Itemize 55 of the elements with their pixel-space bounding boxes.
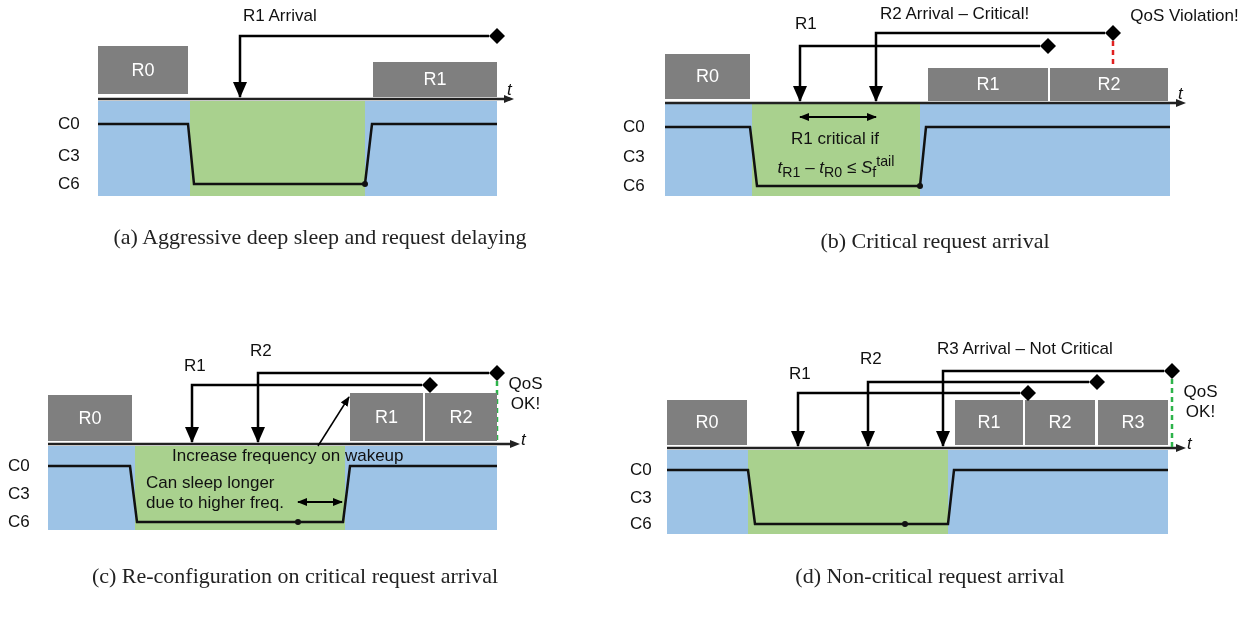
state-label: C0 (58, 114, 81, 134)
deadline-diamond-marker (1040, 38, 1056, 54)
request-box: R1 (928, 68, 1048, 101)
panel-caption: (b) Critical request arrival (819, 227, 1051, 255)
state-label: C6 (8, 512, 31, 532)
violation-note: QoS Violation! (1129, 6, 1240, 26)
deadline-diamond-marker (489, 365, 505, 381)
state-label: C0 (623, 117, 646, 137)
axis-label: t (507, 80, 514, 100)
arrival-arrow (936, 369, 1164, 447)
deadline-diamond-marker (1089, 374, 1105, 390)
request-box: R1 (350, 393, 423, 441)
arrival-arrow (861, 380, 1089, 447)
deadline-diamond-marker (1164, 363, 1180, 379)
panel-caption: (c) Re-configuration on critical request arrival (90, 562, 500, 590)
state-label: C0 (630, 460, 653, 480)
condition-text: R1 critical if (790, 129, 880, 149)
annotation-text: Can sleep longer due to higher freq. (146, 473, 285, 513)
deadline-diamond-marker (1105, 25, 1121, 41)
state-label: C6 (623, 176, 646, 196)
request-box: R1 (373, 62, 497, 97)
state-label: C3 (8, 484, 31, 504)
panel-caption: (d) Non-critical request arrival (794, 562, 1066, 590)
request-box: R2 (1025, 400, 1095, 445)
request-box: R0 (48, 395, 132, 441)
request-box: R3 (1098, 400, 1168, 445)
deadline-diamond-marker (489, 28, 505, 44)
request-box: R2 (1050, 68, 1168, 101)
state-label: C3 (58, 146, 81, 166)
request-box: R1 (955, 400, 1023, 445)
request-box: R2 (425, 393, 497, 441)
panel-caption: (a) Aggressive deep sleep and request delaying (112, 223, 528, 251)
state-label: C6 (630, 514, 653, 534)
deadline-diamond-marker (1020, 385, 1036, 401)
deadline-marker-line (1170, 379, 1174, 447)
annotation-text: Increase frequency on wakeup (172, 446, 498, 466)
axis-label: t (1178, 84, 1185, 104)
leader-arrow (317, 396, 350, 447)
arrival-arrow (251, 371, 489, 443)
arrival-arrow (233, 34, 489, 98)
request-box: R0 (98, 46, 188, 94)
state-label: C3 (630, 488, 653, 508)
axis-label: t (1187, 434, 1194, 454)
arrival-arrow (869, 31, 1105, 102)
qos-note: QoS OK! (507, 374, 544, 414)
arrival-arrow (791, 391, 1020, 447)
arrival-arrow (793, 44, 1040, 102)
axis-label: t (521, 430, 528, 450)
request-box: R0 (665, 54, 750, 99)
state-label: C0 (8, 456, 31, 476)
state-label: C3 (623, 147, 646, 167)
state-label: C6 (58, 174, 81, 194)
qos-note: QoS OK! (1182, 382, 1219, 422)
arrival-arrow (185, 383, 422, 443)
request-box: R0 (667, 400, 747, 445)
